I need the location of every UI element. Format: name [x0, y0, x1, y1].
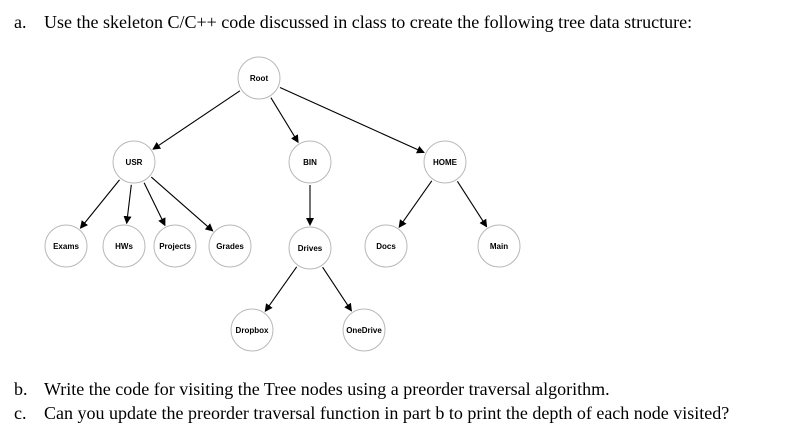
edge-drives-to-dropbox [264, 266, 298, 313]
tree-node-label: Main [490, 242, 508, 251]
question-b-marker: b. [14, 379, 28, 399]
tree-node-usr: USR [112, 140, 156, 184]
tree-node-circle [423, 140, 467, 184]
tree-node-label: BIN [303, 158, 317, 167]
tree-node-circle [208, 224, 252, 268]
tree-node-circle [342, 308, 386, 352]
tree-node-exams: Exams [44, 224, 88, 268]
tree-node-root: Root [237, 56, 281, 100]
tree-node-circle [477, 224, 521, 268]
tree-node-label: Projects [159, 242, 191, 251]
tree-node-circle [364, 224, 408, 268]
tree-node-docs: Docs [364, 224, 408, 268]
tree-node-circle [153, 224, 197, 268]
edge-home-to-docs [398, 180, 433, 229]
tree-node-main: Main [477, 224, 521, 268]
tree-node-circle [288, 226, 332, 270]
tree-node-circle [102, 224, 146, 268]
tree-node-bin: BIN [288, 140, 332, 184]
tree-node-onedrive: OneDrive [342, 308, 386, 352]
edge-drives-to-onedrive [322, 266, 352, 312]
tree-node-label: HWs [115, 242, 133, 251]
tree-node-circle [237, 56, 281, 100]
question-c-text: Can you update the preorder traversal fu… [44, 403, 730, 423]
edge-usr-to-exams [79, 179, 120, 229]
tree-node-label: HOME [433, 158, 458, 167]
tree-node-circle [288, 140, 332, 184]
tree-node-hws: HWs [102, 224, 146, 268]
edge-root-to-home [279, 86, 425, 154]
tree-node-projects: Projects [153, 224, 197, 268]
tree-node-circle [112, 140, 156, 184]
edge-root-to-bin [270, 97, 299, 144]
tree-node-label: USR [126, 158, 143, 167]
tree-node-label: Dropbox [236, 326, 269, 335]
tree-node-label: Docs [376, 242, 396, 251]
edge-usr-to-hws [123, 184, 132, 225]
tree-node-label: OneDrive [346, 326, 382, 335]
edge-root-to-usr [152, 90, 241, 150]
tree-edges [79, 86, 488, 313]
tree-node-home: HOME [423, 140, 467, 184]
tree-node-drives: Drives [288, 226, 332, 270]
question-b-text: Write the code for visiting the Tree nod… [44, 379, 610, 399]
tree-node-grades: Grades [208, 224, 252, 268]
question-a-marker: a. [14, 12, 27, 32]
edge-usr-to-projects [143, 182, 166, 227]
tree-node-circle [230, 308, 274, 352]
tree-node-label: Root [250, 74, 269, 83]
question-a-text: Use the skeleton C/C++ code discussed in… [44, 12, 693, 32]
question-c-marker: c. [14, 403, 27, 423]
tree-node-label: Drives [298, 244, 323, 253]
tree-node-circle [44, 224, 88, 268]
edge-usr-to-grades [150, 176, 214, 232]
tree-node-label: Grades [216, 242, 244, 251]
edge-home-to-main [456, 181, 488, 228]
tree-node-label: Exams [53, 242, 79, 251]
tree-node-dropbox: Dropbox [230, 308, 274, 352]
